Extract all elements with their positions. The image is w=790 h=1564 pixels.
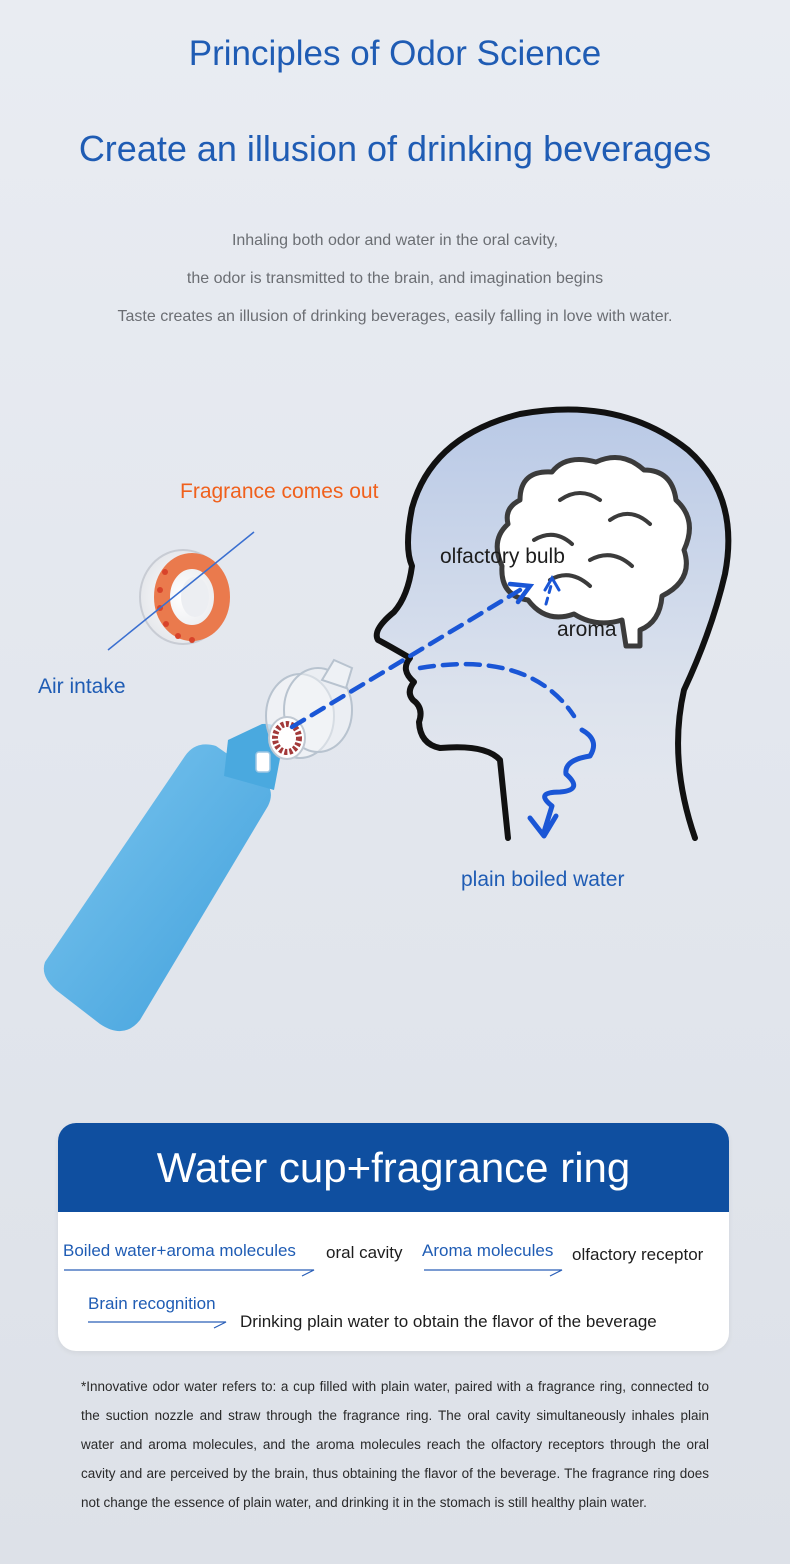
- fragrance-ring-icon: [139, 549, 230, 645]
- intro-line-1: Inhaling both odor and water in the oral…: [231, 232, 559, 249]
- step3-target: Drinking plain water to obtain the flavo…: [240, 1312, 657, 1331]
- intro-line-3: Taste creates an illusion of drinking be…: [117, 308, 673, 325]
- page-subtitle: Create an illusion of drinking beverages: [78, 128, 712, 169]
- step2-source: Aroma molecules: [422, 1241, 554, 1260]
- aroma-label: aroma: [557, 618, 617, 641]
- page-title: Principles of Odor Science: [188, 34, 602, 73]
- step1-target: oral cavity: [326, 1243, 403, 1262]
- olfactory-bulb-label: olfactory bulb: [440, 545, 565, 568]
- water-flow-arrow: [527, 727, 597, 839]
- footnote: *Innovative odor water refers to: a cup …: [81, 1379, 709, 1510]
- fragrance-label: Fragrance comes out: [180, 480, 379, 503]
- pointer-line: [107, 531, 255, 651]
- step-arrows: [64, 1269, 563, 1329]
- step3-source: Brain recognition: [88, 1294, 216, 1313]
- airflow-arrows: [289, 575, 577, 730]
- intro-line-2: the odor is transmitted to the brain, an…: [186, 270, 604, 287]
- step1-source: Boiled water+aroma molecules: [63, 1241, 296, 1260]
- card-title: Water cup+fragrance ring: [58, 1123, 729, 1212]
- water-bottle-icon: [43, 658, 354, 1032]
- water-label: plain boiled water: [461, 868, 625, 891]
- odor-science-illustration: [43, 406, 732, 1032]
- info-card: Water cup+fragrance ring Boiled water+ar…: [58, 1123, 729, 1351]
- step2-target: olfactory receptor: [572, 1245, 704, 1264]
- air-intake-label: Air intake: [38, 675, 126, 698]
- brain-icon: [494, 455, 692, 649]
